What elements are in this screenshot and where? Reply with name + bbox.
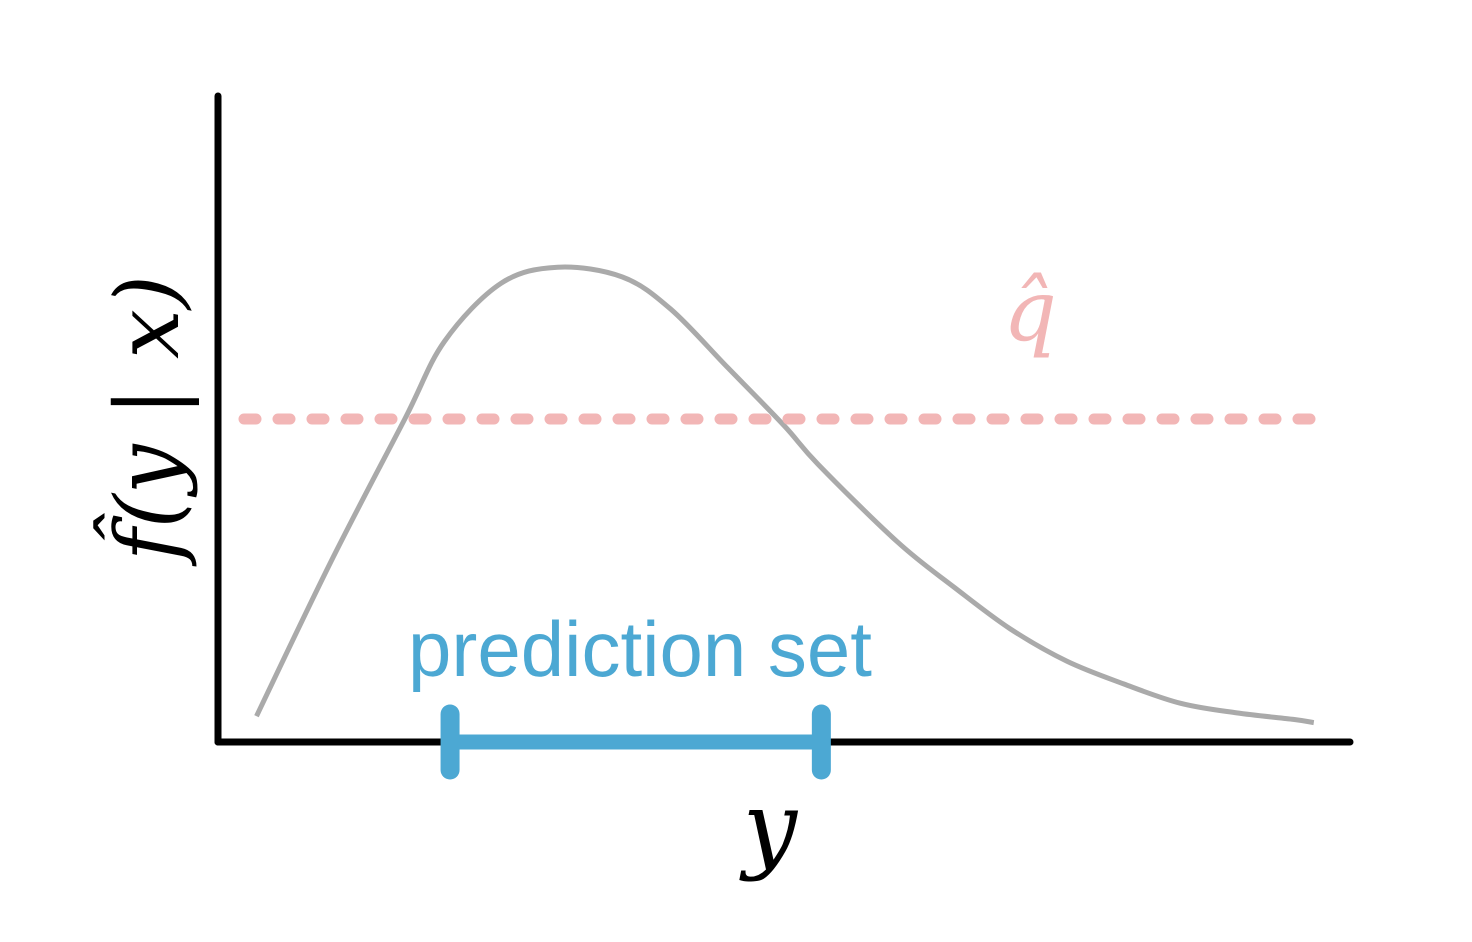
y-axis-label: f̂(y | x) [93, 275, 199, 567]
x-axis-label: y [739, 771, 799, 883]
prediction-set-bracket [440, 704, 831, 780]
density-curve [254, 264, 1315, 726]
prediction-set-label: prediction set [408, 605, 872, 693]
threshold-label: q̂ [1003, 262, 1057, 360]
